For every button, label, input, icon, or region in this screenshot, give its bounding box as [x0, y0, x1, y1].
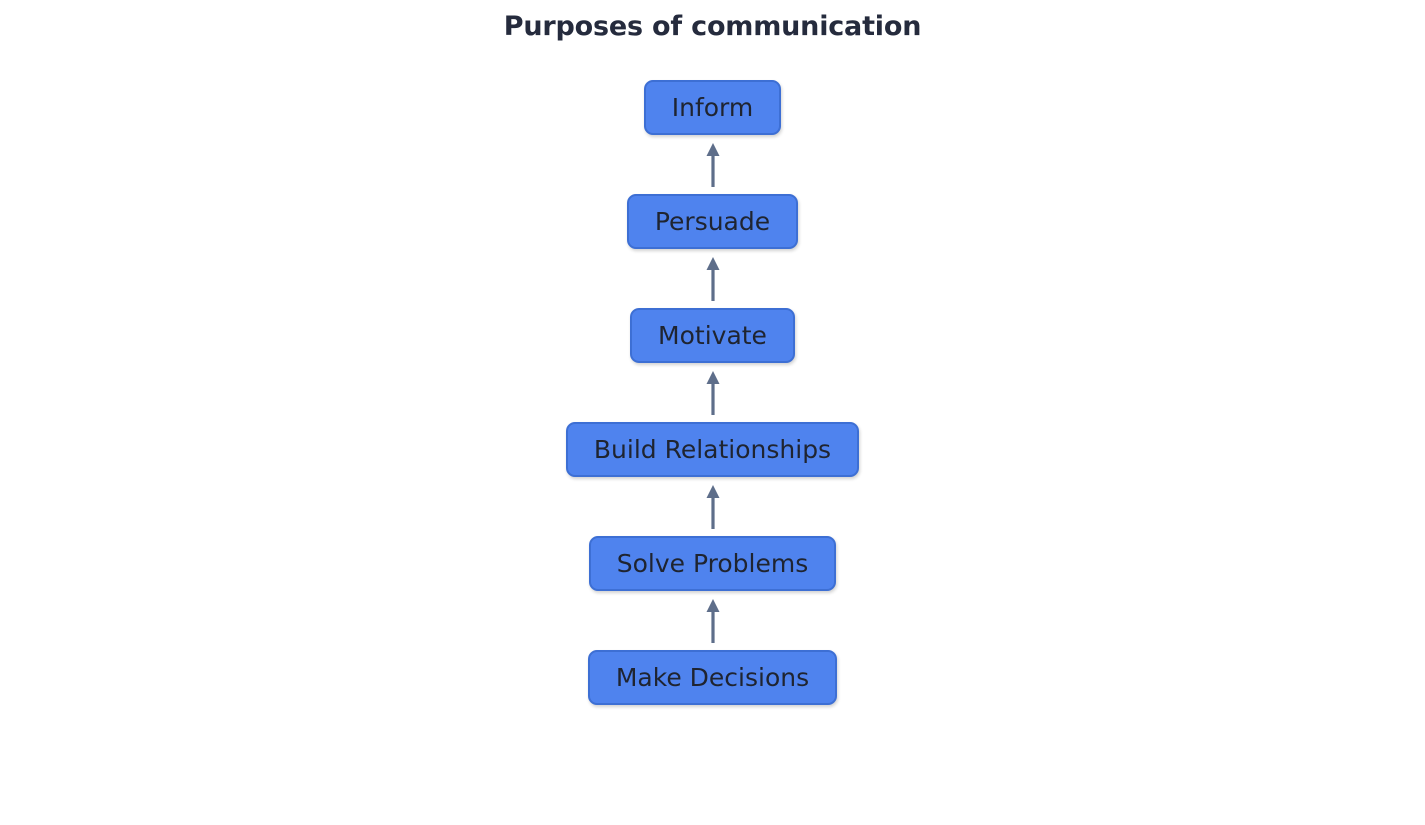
flow-node-motivate[interactable]: Motivate [630, 308, 795, 363]
arrow-up-icon [705, 142, 721, 187]
arrow-up-icon [705, 256, 721, 301]
flow-edge-motivate-to-persuade [0, 249, 1425, 308]
node-row: Motivate [0, 308, 1425, 363]
flow-node-make-decisions[interactable]: Make Decisions [587, 650, 838, 705]
node-row: Persuade [0, 194, 1425, 249]
flow-edge-build-relationships-to-motivate [0, 363, 1425, 422]
flow-edge-persuade-to-inform [0, 135, 1425, 194]
page-title: Purposes of communication [503, 11, 922, 42]
flowchart: Inform Persuade Motivate [0, 80, 1425, 705]
flow-node-inform[interactable]: Inform [643, 80, 782, 135]
flow-node-build-relationships[interactable]: Build Relationships [565, 422, 860, 477]
flow-node-solve-problems[interactable]: Solve Problems [588, 536, 837, 591]
node-row: Make Decisions [0, 650, 1425, 705]
flow-node-persuade[interactable]: Persuade [626, 194, 799, 249]
flow-edge-solve-problems-to-build-relationships [0, 477, 1425, 536]
node-row: Solve Problems [0, 536, 1425, 591]
node-row: Inform [0, 80, 1425, 135]
arrow-up-icon [705, 370, 721, 415]
node-row: Build Relationships [0, 422, 1425, 477]
arrow-up-icon [705, 484, 721, 529]
flow-edge-make-decisions-to-solve-problems [0, 591, 1425, 650]
arrow-up-icon [705, 598, 721, 643]
